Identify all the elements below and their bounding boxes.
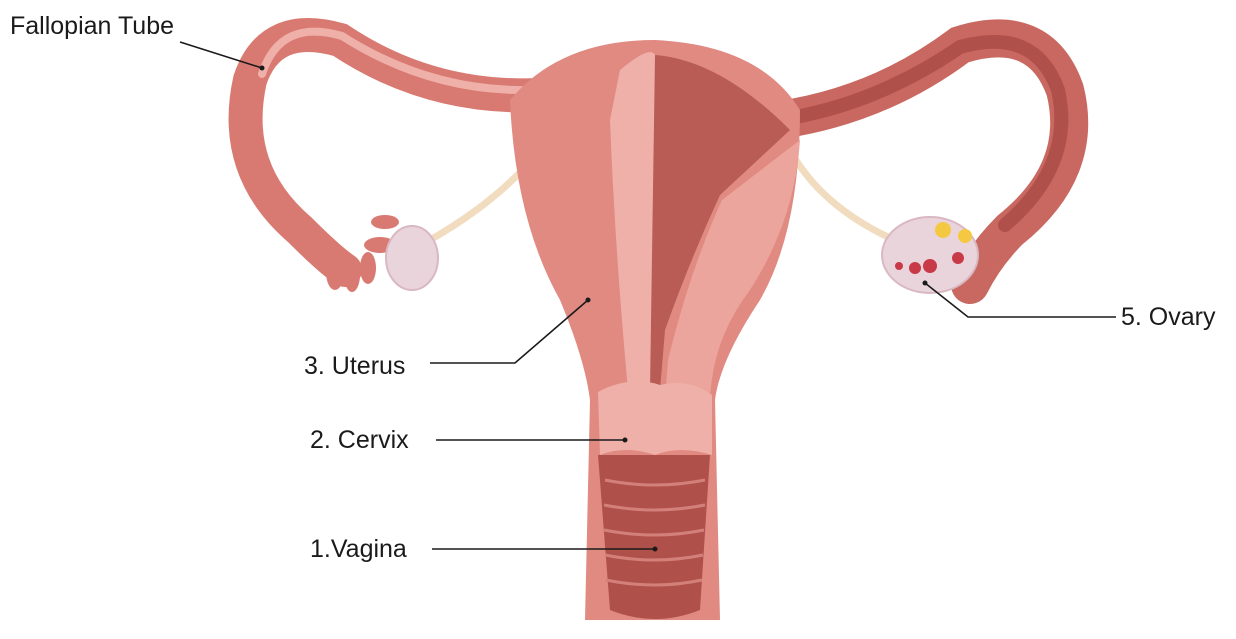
vaginal-canal bbox=[598, 455, 710, 619]
ovary-pointer-dot bbox=[923, 281, 928, 286]
cervix-label: 2. Cervix bbox=[310, 428, 409, 453]
left-ovary bbox=[386, 226, 438, 290]
left-fallopian-tube bbox=[246, 35, 540, 270]
uterus-label: 3. Uterus bbox=[304, 354, 405, 379]
fallopian-tube-label: Fallopian Tube bbox=[10, 14, 174, 39]
uterus-pointer-dot bbox=[586, 298, 591, 303]
vagina-pointer-dot bbox=[653, 547, 658, 552]
cervix-shape bbox=[598, 381, 712, 455]
ovary-label: 5. Ovary bbox=[1121, 305, 1215, 330]
fallopian-tube-pointer-dot bbox=[260, 66, 265, 71]
right-ovarian-ligament bbox=[790, 150, 890, 238]
cervix-pointer-dot bbox=[623, 438, 628, 443]
right-ovary bbox=[882, 217, 978, 293]
vagina-label: 1.Vagina bbox=[310, 537, 407, 562]
